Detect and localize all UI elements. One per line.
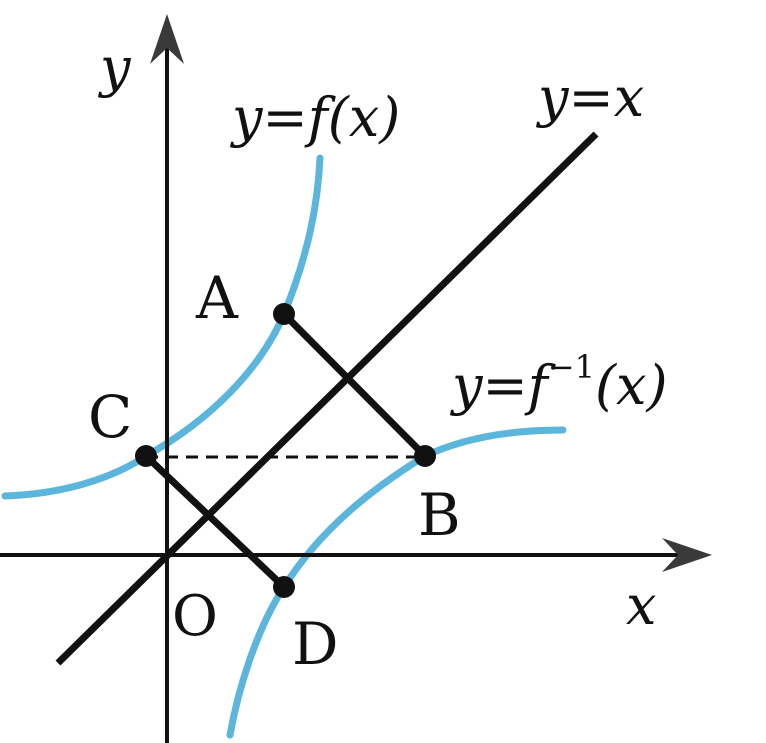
- curve-f-label-arg: (x): [328, 86, 401, 149]
- x-axis-arrow-icon: [662, 538, 712, 572]
- curve-f-inverse-label: y=f−1(x): [450, 348, 668, 417]
- x-axis-label: x: [626, 574, 656, 637]
- curve-finv-label-eq: =: [483, 354, 528, 417]
- line-y-equals-x: [55, 131, 599, 666]
- point-A-label: A: [195, 264, 239, 332]
- curve-finv-label-sup: −1: [548, 348, 595, 386]
- curve-f-label: y=f(x): [230, 86, 400, 149]
- curve-f-label-y: y: [230, 86, 264, 149]
- point-B: [414, 445, 436, 467]
- curve-f-label-eq: =: [263, 86, 308, 149]
- point-D-label: D: [292, 610, 339, 678]
- point-C-label: C: [88, 383, 132, 451]
- curve-f: [1, 154, 324, 500]
- y-axis-label: y: [98, 36, 132, 99]
- point-D: [273, 576, 295, 598]
- curve-finv-label-arg: (x): [595, 354, 668, 417]
- point-B-label: B: [418, 481, 461, 549]
- point-C: [135, 445, 157, 467]
- origin-label: O: [172, 584, 218, 649]
- line-label-eq: =: [569, 66, 614, 129]
- segment-CD: [143, 453, 287, 590]
- point-A: [273, 303, 295, 325]
- curve-finv-label-y: y: [450, 354, 484, 417]
- line-label: y=x: [536, 66, 644, 129]
- curve-f-inverse: [226, 426, 567, 739]
- y-axis-arrow-icon: [150, 14, 184, 64]
- line-label-y: y: [536, 66, 570, 129]
- segment-AB: [281, 311, 428, 459]
- line-label-x: x: [614, 66, 644, 129]
